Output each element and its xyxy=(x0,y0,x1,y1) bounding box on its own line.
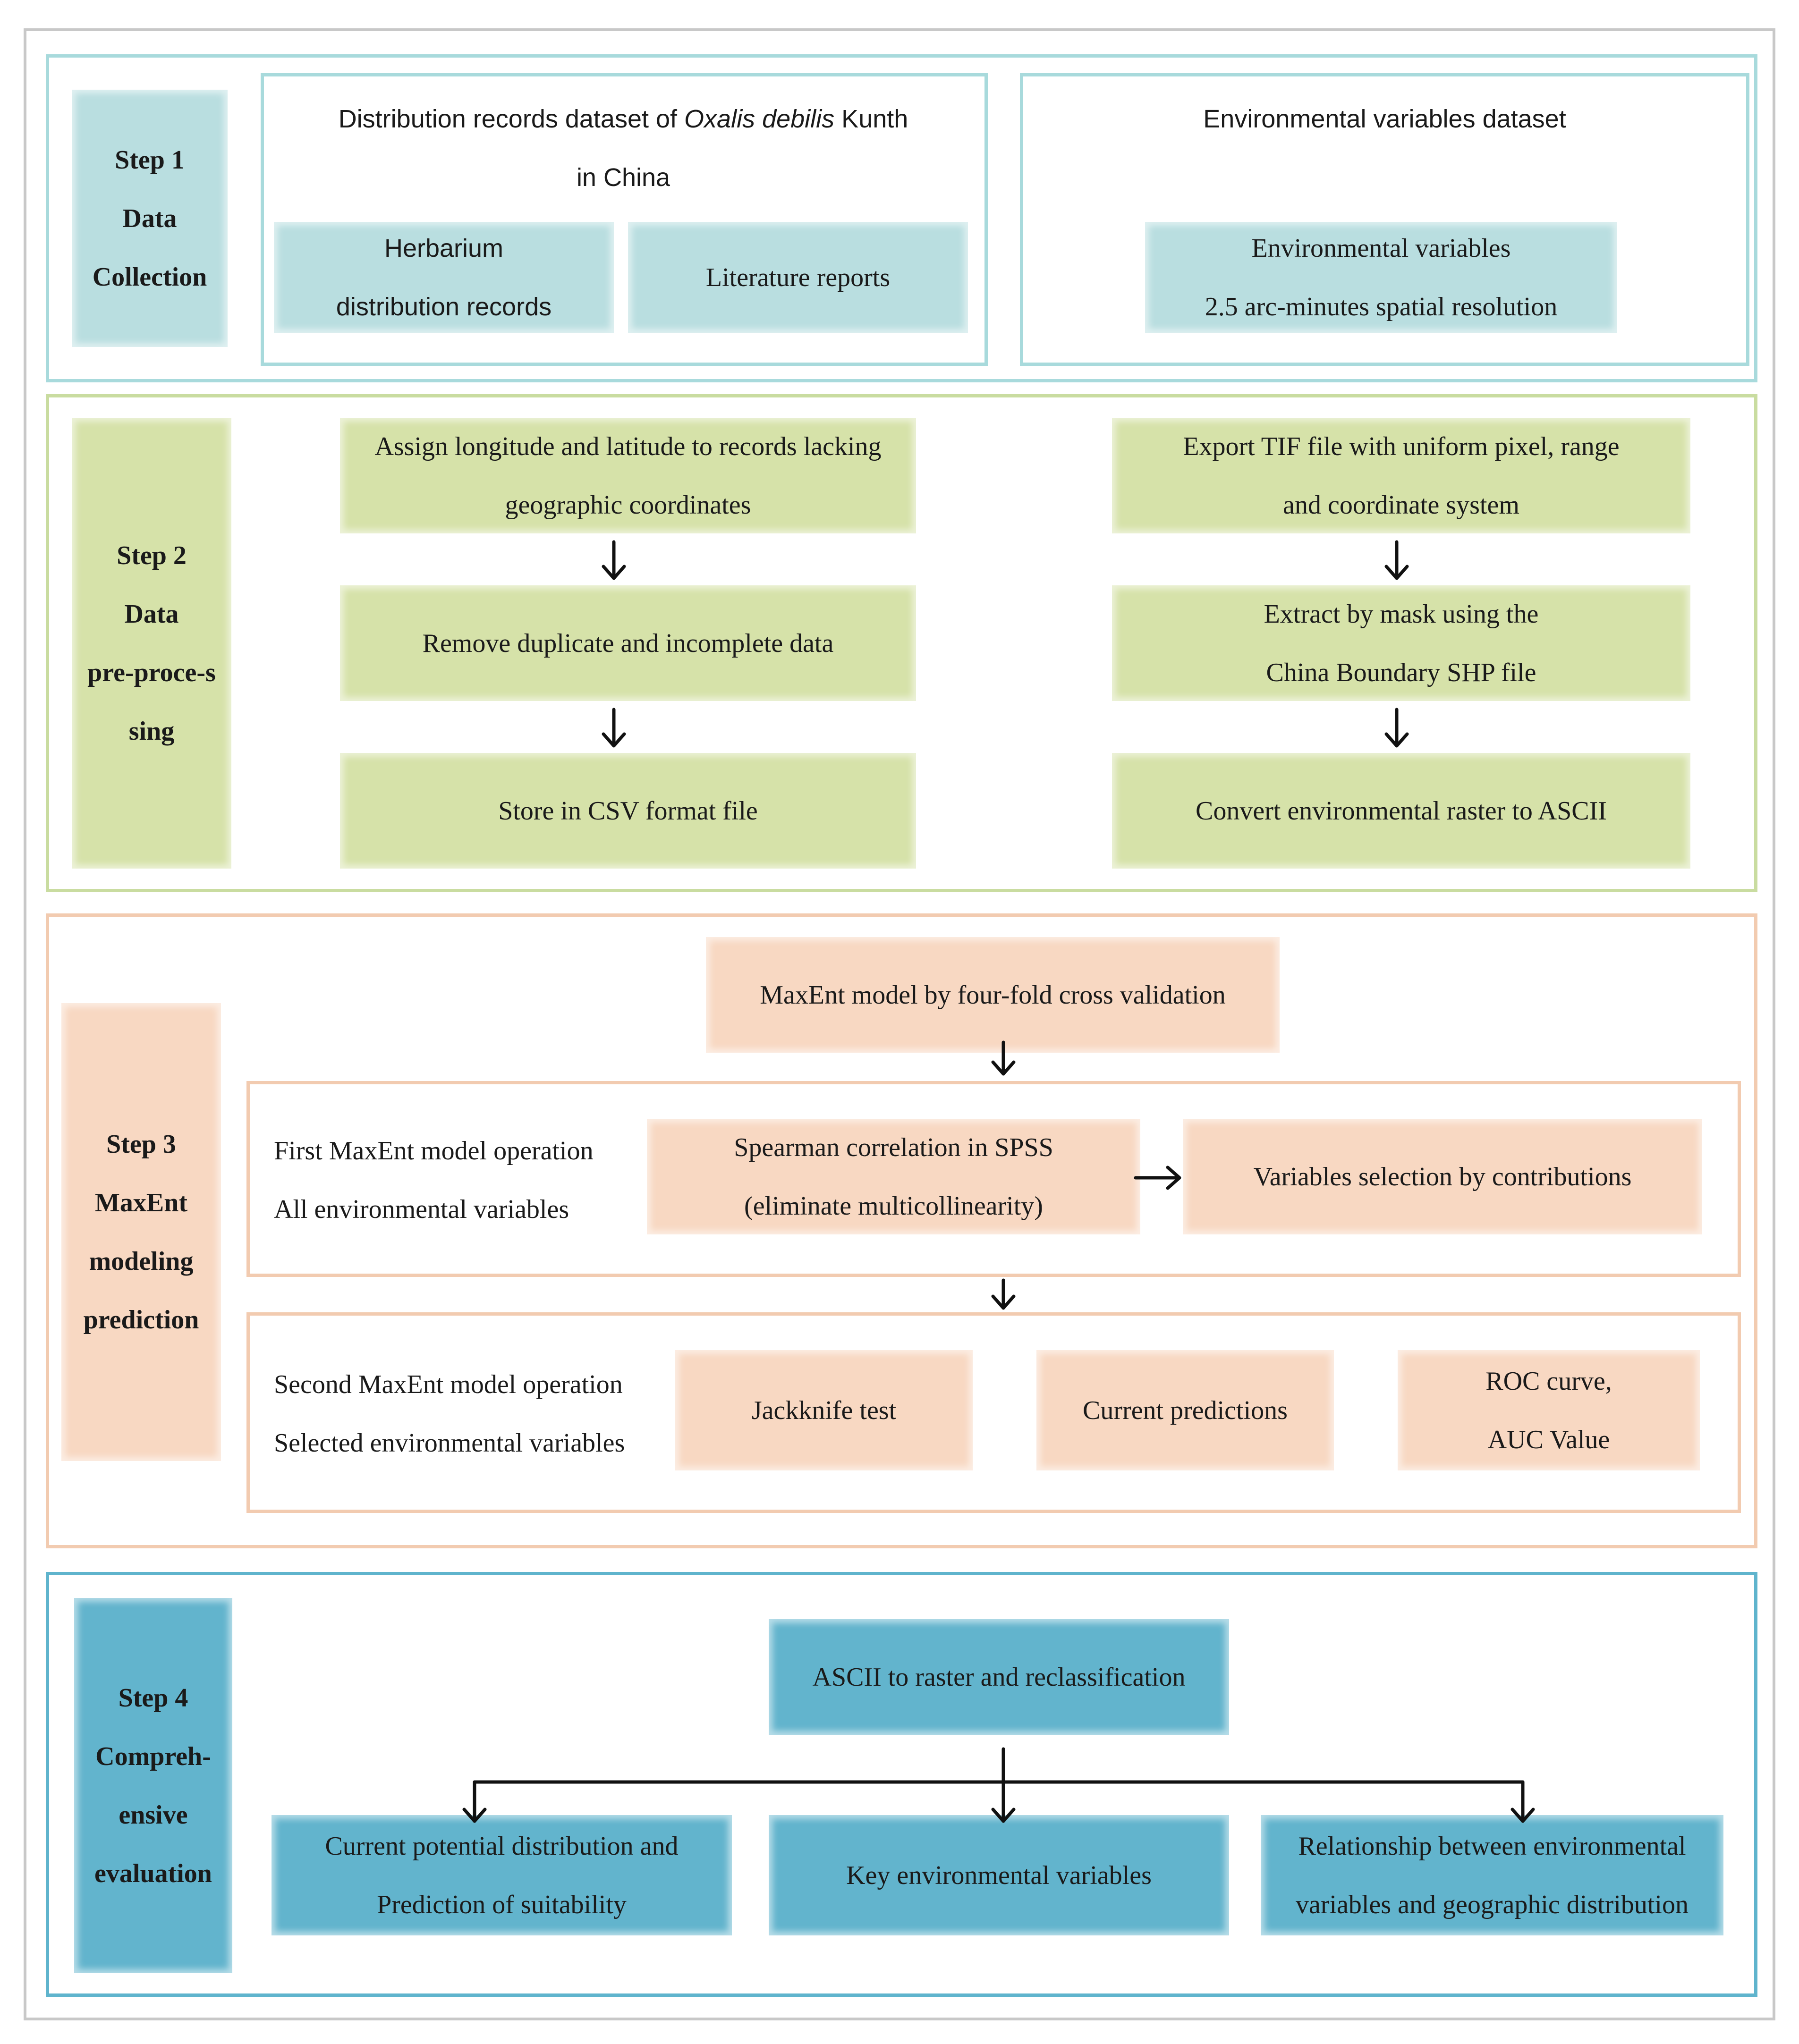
arrow-branch-right xyxy=(1510,1780,1535,1823)
current-predictions-box: Current predictions xyxy=(1036,1350,1334,1470)
roc-auc-box: ROC curve, AUC Value xyxy=(1398,1350,1700,1470)
herbarium-records-box: Herbarium distribution records xyxy=(274,222,614,333)
arrow-spearman-to-selection xyxy=(1134,1166,1181,1190)
environment-distribution-relationship-box: Relationship between environmental varia… xyxy=(1261,1815,1723,1935)
step2-label-line3: pre-proce-s xyxy=(87,658,216,687)
distribution-records-title: Distribution records dataset of Oxalis d… xyxy=(338,105,908,133)
step4-label-line3: ensive xyxy=(119,1800,188,1830)
arrow-remove-to-store xyxy=(602,708,626,748)
step1-label-line3: Collection xyxy=(92,262,207,292)
step3-section xyxy=(46,913,1757,1548)
maxent-cross-validation-box: MaxEnt model by four-fold cross validati… xyxy=(706,937,1280,1053)
step4-label: Step 4 Compreh- ensive evaluation xyxy=(74,1598,232,1973)
diagram-frame xyxy=(24,28,1775,2020)
potential-distribution-box: Current potential distribution and Predi… xyxy=(272,1815,732,1935)
assign-coordinates-box: Assign longitude and latitude to records… xyxy=(340,418,916,533)
convert-ascii-box: Convert environmental raster to ASCII xyxy=(1112,753,1690,869)
variables-selection-box: Variables selection by contributions xyxy=(1183,1119,1702,1234)
step4-label-line1: Step 4 xyxy=(118,1683,188,1713)
step1-section xyxy=(46,54,1757,382)
export-tif-box: Export TIF file with uniform pixel, rang… xyxy=(1112,418,1690,533)
jackknife-test-box: Jackknife test xyxy=(675,1350,973,1470)
store-csv-box: Store in CSV format file xyxy=(340,753,916,869)
step2-label-line4: sing xyxy=(128,716,175,746)
environmental-variables-box: Environmental variables 2.5 arc-minutes … xyxy=(1145,222,1617,333)
arrow-branch-left xyxy=(462,1780,487,1823)
step4-label-line4: evaluation xyxy=(94,1858,212,1888)
arrow-assign-to-remove xyxy=(602,540,626,580)
step3-label-line4: prediction xyxy=(83,1305,199,1335)
species-name: Oxalis debilis xyxy=(684,105,835,133)
step2-label-line1: Step 2 xyxy=(117,541,187,570)
first-operation-text: First MaxEnt model operation All environ… xyxy=(274,1136,594,1224)
step1-label-line2: Data xyxy=(122,203,177,233)
step3-label-line3: modeling xyxy=(89,1247,194,1276)
step2-section xyxy=(46,394,1757,892)
arrow-first-to-second-operation xyxy=(991,1278,1016,1310)
step3-label: Step 3 MaxEnt modeling prediction xyxy=(61,1003,221,1461)
extract-by-mask-box: Extract by mask using the China Boundary… xyxy=(1112,585,1690,701)
second-operation-text: Second MaxEnt model operation Selected e… xyxy=(274,1370,625,1458)
remove-duplicates-box: Remove duplicate and incomplete data xyxy=(340,585,916,701)
step2-label-line2: Data xyxy=(124,599,179,629)
arrow-ascii-to-outputs xyxy=(991,1747,1016,1823)
step1-label: Step 1 Data Collection xyxy=(72,90,228,347)
arrow-extract-to-convert xyxy=(1384,708,1409,748)
step4-label-line2: Compreh- xyxy=(95,1741,211,1771)
step4-section xyxy=(46,1572,1757,1997)
literature-reports-box: Literature reports xyxy=(628,222,968,333)
step3-label-line2: MaxEnt xyxy=(95,1188,187,1217)
arrow-maxent-to-first-operation xyxy=(991,1040,1016,1076)
environmental-dataset-title: Environmental variables dataset xyxy=(1203,105,1566,133)
key-environmental-variables-box: Key environmental variables xyxy=(769,1815,1229,1935)
step1-label-line1: Step 1 xyxy=(115,145,185,175)
step3-label-line1: Step 3 xyxy=(106,1130,176,1159)
ascii-to-raster-box: ASCII to raster and reclassification xyxy=(769,1619,1229,1735)
spearman-correlation-box: Spearman correlation in SPSS (eliminate … xyxy=(647,1119,1140,1234)
distribution-records-title-line2: in China xyxy=(576,163,670,192)
step2-label: Step 2 Data pre-proce-s sing xyxy=(72,418,231,869)
arrow-export-to-extract xyxy=(1384,540,1409,580)
